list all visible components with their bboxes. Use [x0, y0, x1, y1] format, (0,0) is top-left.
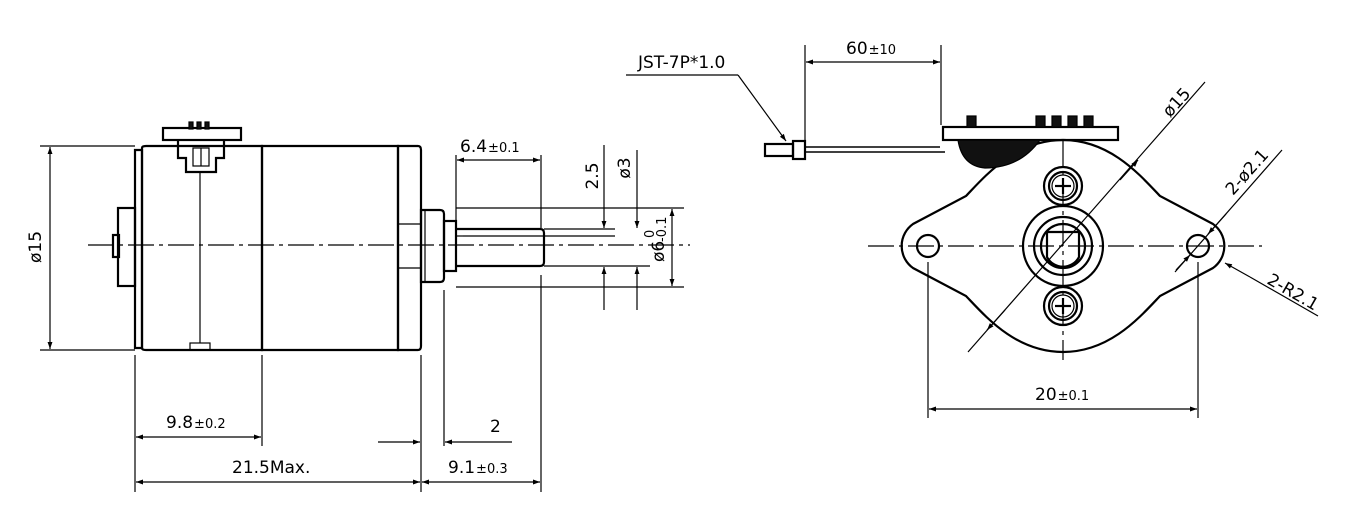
front-pcb-pins — [966, 115, 1094, 128]
label-connector: JST-7P*1.0 — [637, 53, 725, 73]
svg-text:-0.1: -0.1 — [655, 217, 670, 242]
screw-top — [1042, 165, 1084, 207]
dim-holes: 2-ø2.1 — [1222, 146, 1273, 200]
screw-bottom — [1042, 285, 1084, 327]
dim-arrow-flange-dia-high — [1119, 159, 1139, 181]
dim-arrow-flange-dia-low — [986, 309, 1006, 331]
dim-line-holes — [1174, 149, 1283, 273]
dim-line-radius — [1249, 276, 1319, 317]
front-pcb-solder-blob — [957, 139, 1042, 169]
front-boss — [419, 208, 446, 284]
rear-boss — [116, 206, 137, 288]
connector-housing — [176, 140, 226, 174]
dim-arrow-holes-low — [1175, 254, 1191, 271]
dim-shaft-dia-3: ø3 — [615, 157, 635, 178]
shaft — [456, 227, 546, 268]
body-tab — [189, 342, 211, 351]
jst-connector-head — [791, 139, 807, 161]
pcb-pin-3 — [204, 121, 210, 130]
dim-9-1: 9.1±0.3 — [448, 458, 508, 478]
mount-hole-left — [915, 233, 941, 259]
dim-6-4: 6.4±0.1 — [460, 137, 520, 157]
jst-connector — [763, 142, 795, 158]
flange-outline — [900, 138, 1226, 354]
shaft-end — [1039, 222, 1087, 270]
dim-shaft-dia-6: ø6 0 -0.1 — [643, 217, 670, 262]
dim-radius: 2-R2.1 — [1264, 270, 1322, 315]
dim-arrow-radius — [1224, 262, 1251, 278]
pcb-top — [161, 126, 243, 142]
side-view: ø15 6.4±0.1 2.5 ø3 ø6 0 -0.1 — [26, 121, 690, 492]
mount-hole-right — [1185, 233, 1211, 259]
dim-flange-dia: ø15 — [1159, 84, 1195, 121]
pcb-pin-1 — [188, 121, 194, 130]
pcb-pin-2 — [196, 121, 202, 130]
front-pcb — [941, 125, 1120, 142]
dim-body-dia: ø15 — [26, 231, 46, 263]
jst-leader-arrow — [737, 74, 787, 142]
rear-pin — [111, 233, 121, 259]
dim-line-flange-dia — [967, 81, 1206, 353]
dim-flat-depth: 2.5 — [583, 162, 603, 189]
front-boss-outer — [1021, 204, 1105, 288]
dim-9-8: 9.8±0.2 — [166, 413, 226, 433]
dim-len-2: 2 — [490, 417, 501, 437]
shaft-collar — [442, 219, 458, 273]
body-section-front — [260, 144, 400, 352]
svg-text:ø6: ø6 — [649, 241, 669, 262]
dim-hole-pitch: 20±0.1 — [1035, 385, 1089, 405]
front-cap — [396, 144, 423, 352]
shaft-d-cut — [1045, 230, 1081, 268]
front-boss-inner — [1032, 215, 1094, 277]
front-view: JST-7P*1.0 60±10 ø15 2-ø2.1 2-R2.1 20±0.… — [626, 39, 1322, 418]
dim-arrow-holes — [1207, 213, 1227, 235]
body-section-rear — [140, 144, 264, 352]
svg-text:0: 0 — [643, 230, 658, 238]
dim-lead-length: 60±10 — [846, 39, 896, 59]
dim-len-21-5: 21.5Max. — [232, 458, 310, 478]
